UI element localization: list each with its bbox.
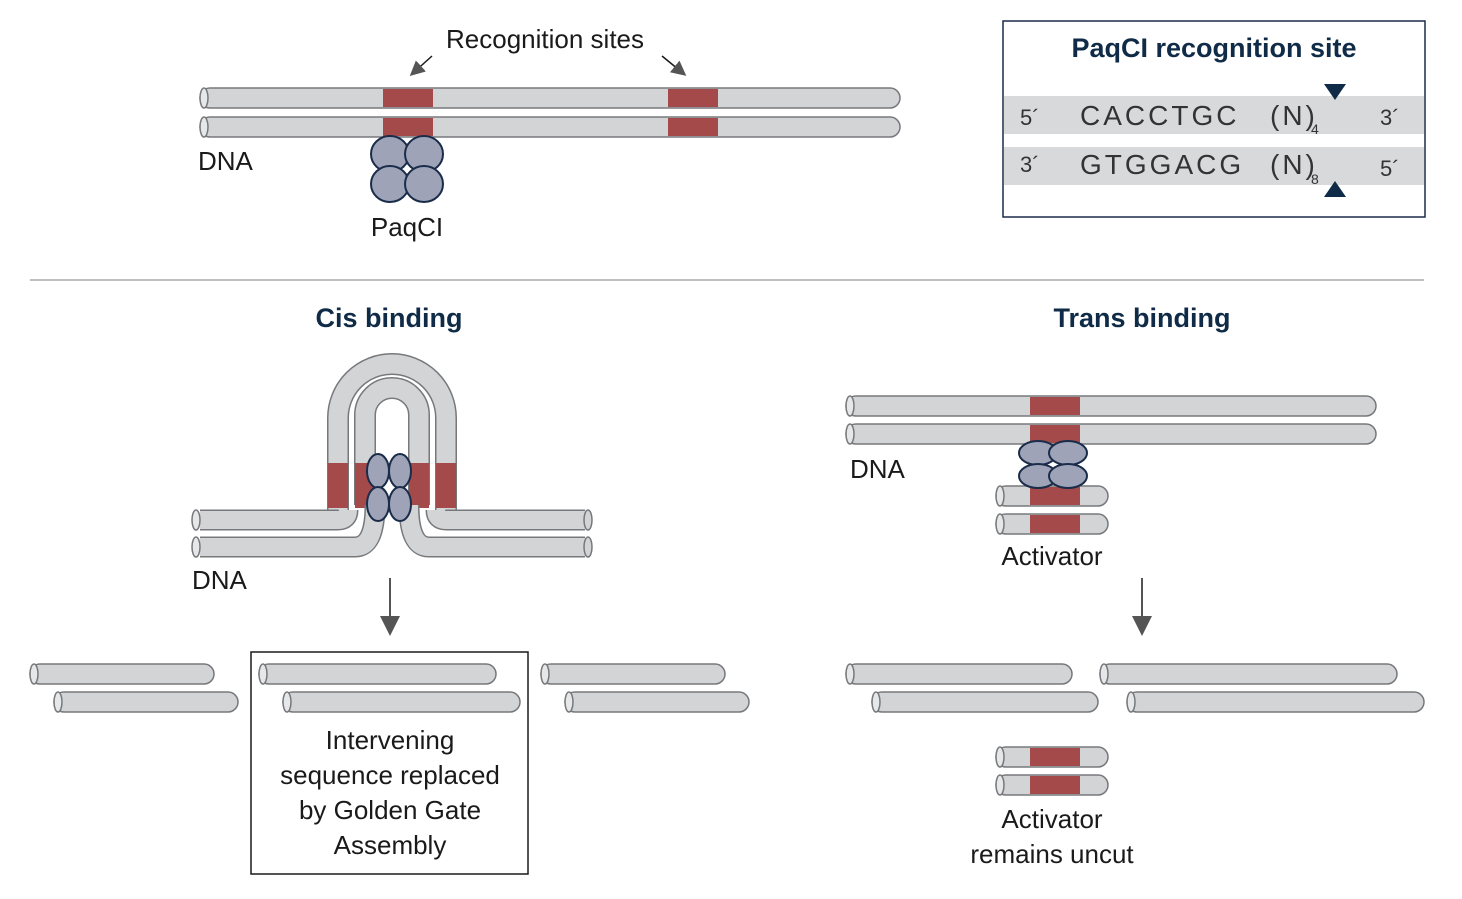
bottom-strand-5-end: 5´	[1380, 156, 1400, 181]
trans-result-line: Activator	[1001, 804, 1102, 834]
arrow-icon	[661, 55, 687, 76]
trans-result-line: remains uncut	[970, 839, 1134, 869]
top-dna-duplex	[199, 87, 901, 138]
arrow-icon	[409, 55, 433, 77]
dna-label: DNA	[198, 146, 254, 176]
recognition-site-box: PaqCI recognition site 5´ CACCTGC (N) 4 …	[1002, 20, 1426, 218]
cis-result-line: by Golden Gate	[299, 795, 481, 825]
cis-dna-label: DNA	[192, 565, 248, 595]
top-strand-sequence: CACCTGC	[1080, 100, 1239, 131]
recognition-site-title: PaqCI recognition site	[1071, 33, 1356, 63]
bottom-strand-sequence: GTGGACG	[1080, 149, 1244, 180]
bottom-strand-spacer: (N)	[1270, 149, 1318, 180]
top-strand-spacer-count: 4	[1311, 121, 1319, 137]
trans-dna-duplex	[845, 395, 1377, 445]
trans-cut-fragments	[845, 663, 1425, 713]
trans-paqci-enzyme-icon	[1018, 440, 1088, 489]
top-strand-spacer: (N)	[1270, 100, 1318, 131]
recognition-sites-label: Recognition sites	[446, 24, 644, 54]
activator-label: Activator	[1001, 541, 1102, 571]
enzyme-label: PaqCI	[371, 212, 443, 242]
cis-cut-fragments	[29, 663, 750, 713]
trans-dna-label: DNA	[850, 454, 906, 484]
paqci-enzyme-icon	[370, 135, 444, 203]
dna-strand	[199, 87, 901, 109]
cis-result-line: Assembly	[334, 830, 447, 860]
cis-paqci-enzyme-icon	[366, 453, 412, 522]
trans-binding-title: Trans binding	[1053, 303, 1230, 333]
top-strand-5-end: 5´	[1020, 105, 1040, 130]
bottom-strand-spacer-count: 8	[1311, 171, 1319, 187]
uncut-activator-dna	[995, 746, 1109, 796]
activator-dna	[995, 485, 1109, 535]
bottom-strand-3-end: 3´	[1020, 152, 1040, 177]
cis-result-line: Intervening	[326, 725, 455, 755]
cis-result-line: sequence replaced	[280, 760, 500, 790]
cis-dna-loop	[327, 353, 457, 510]
dna-strand	[199, 116, 901, 138]
intervening-sequence-box: Intervening sequence replaced by Golden …	[250, 651, 529, 875]
cut-site-down-triangle-icon	[1324, 84, 1346, 100]
top-strand-3-end: 3´	[1380, 105, 1400, 130]
cut-site-up-triangle-icon	[1324, 181, 1346, 197]
cis-binding-title: Cis binding	[316, 303, 463, 333]
